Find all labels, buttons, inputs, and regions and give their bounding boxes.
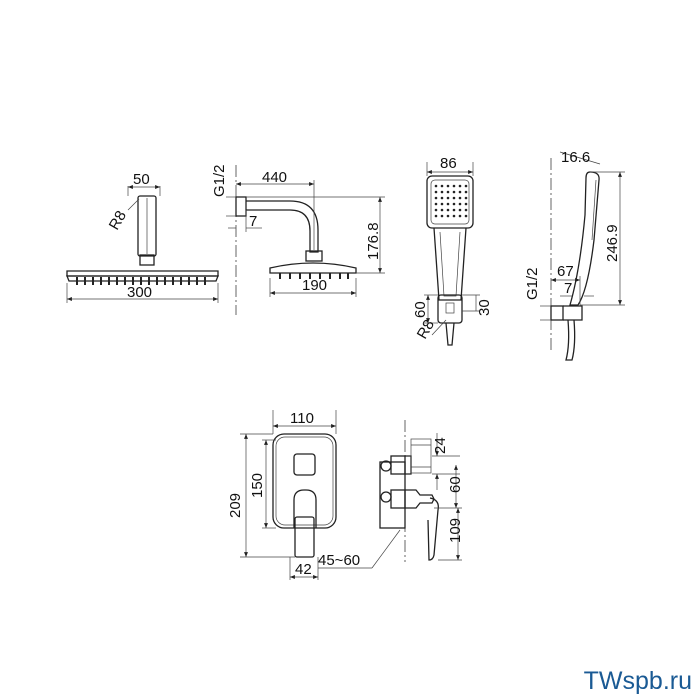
arm-offset-label: 7 — [249, 213, 257, 230]
side-nozzles — [279, 273, 349, 279]
hand-shower-side-view: 16.6 246.9 G1/2 67 7 — [524, 149, 625, 361]
valve-a-label: 24 — [432, 437, 449, 454]
shower-arm-side-view: G1/2 440 7 176.8 190 — [211, 164, 385, 315]
spray-face — [434, 184, 468, 218]
arm-head-label: 190 — [302, 277, 327, 294]
watermark: TWspb.ru — [583, 667, 692, 695]
head-width-label: 50 — [133, 171, 150, 188]
overhead-shower-front-view: 50 R8 300 — [66, 171, 219, 303]
plate-inner-label: 150 — [249, 473, 266, 498]
hand-width-label: 86 — [440, 155, 457, 172]
plate-height-label: 209 — [227, 493, 244, 518]
holder-reach-label: 67 — [557, 263, 574, 280]
holder-thread-label: G1/2 — [524, 267, 541, 300]
mixer-plate-front-view: 110 209 150 42 45~60 — [227, 410, 401, 580]
arm-thread-label: G1/2 — [211, 164, 228, 197]
arm-reach-label: 440 — [262, 169, 287, 186]
valve-c-label: 109 — [447, 518, 464, 543]
hand-holder-label: 60 — [412, 301, 429, 318]
plate-angle-label: 45~60 — [318, 552, 360, 569]
nozzle-row — [76, 277, 206, 285]
hand-radius-label: R8 — [414, 317, 438, 342]
holder-top-label: 16.6 — [561, 149, 590, 166]
mixer-valve-side-view: 24 60 109 — [379, 420, 464, 562]
hand-shower-front-view: 86 60 R8 30 — [412, 155, 493, 346]
holder-offset-label: 7 — [564, 280, 572, 297]
holder-height-label: 246.9 — [604, 224, 621, 262]
plate-lever-label: 42 — [295, 561, 312, 578]
head-radius-label: R8 — [106, 208, 130, 233]
valve-b-label: 60 — [447, 476, 464, 493]
hand-depth-label: 30 — [476, 299, 493, 316]
plate-width-label: 110 — [290, 410, 314, 427]
head-length-label: 300 — [127, 284, 152, 301]
arm-height-label: 176.8 — [365, 222, 382, 260]
